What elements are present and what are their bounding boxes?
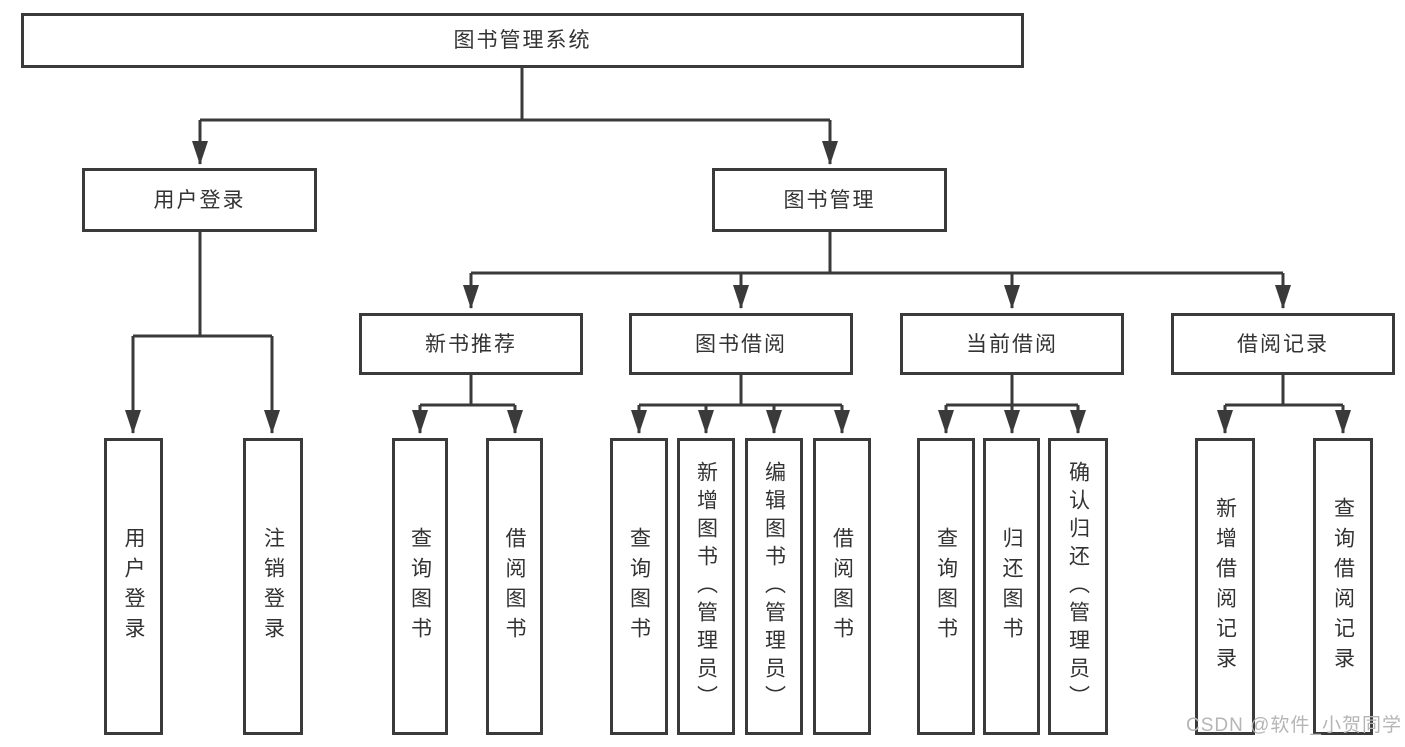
leaf-newbook-borrow: 借阅图书 xyxy=(486,438,543,735)
node-user-login-group-label: 用户登录 xyxy=(153,188,246,212)
csdn-watermark: CSDN @软件_小贺同学 xyxy=(1186,715,1402,736)
leaf-borrow-edit-admin: 编辑图书（管理员） xyxy=(745,438,803,735)
leaf-user-login: 用户登录 xyxy=(104,438,163,735)
node-borrow-records: 借阅记录 xyxy=(1171,313,1395,375)
node-book-management-label: 图书管理 xyxy=(783,188,876,212)
node-book-borrow-label: 图书借阅 xyxy=(695,332,787,356)
leaf-current-query-label: 查询图书 xyxy=(934,526,958,647)
leaf-borrow-query-label: 查询图书 xyxy=(627,526,651,647)
leaf-current-return: 归还图书 xyxy=(983,438,1040,735)
leaf-borrow-edit-admin-label: 编辑图书（管理员） xyxy=(762,460,786,713)
node-current-borrow: 当前借阅 xyxy=(900,313,1124,375)
leaf-newbook-query-label: 查询图书 xyxy=(408,526,432,647)
leaf-current-query: 查询图书 xyxy=(917,438,975,735)
node-current-borrow-label: 当前借阅 xyxy=(966,332,1058,356)
leaf-current-return-label: 归还图书 xyxy=(1000,526,1023,647)
leaf-borrow-add-admin-label: 新增图书（管理员） xyxy=(694,460,718,713)
leaf-borrow-query: 查询图书 xyxy=(610,438,668,735)
leaf-record-add: 新增借阅记录 xyxy=(1195,438,1255,735)
node-root: 图书管理系统 xyxy=(21,13,1024,68)
node-root-label: 图书管理系统 xyxy=(453,29,592,52)
leaf-record-query: 查询借阅记录 xyxy=(1313,438,1373,735)
node-book-management: 图书管理 xyxy=(712,168,947,232)
node-new-book-recommend-label: 新书推荐 xyxy=(425,332,517,356)
leaf-current-confirm-admin: 确认归还（管理员） xyxy=(1048,438,1108,735)
leaf-record-add-label: 新增借阅记录 xyxy=(1213,496,1237,677)
leaf-logout: 注销登录 xyxy=(243,438,303,735)
node-borrow-records-label: 借阅记录 xyxy=(1237,332,1329,356)
leaf-borrow-borrow-label: 借阅图书 xyxy=(830,526,854,647)
leaf-newbook-query: 查询图书 xyxy=(392,438,448,735)
leaf-newbook-borrow-label: 借阅图书 xyxy=(503,526,526,647)
leaf-borrow-borrow: 借阅图书 xyxy=(813,438,871,735)
leaf-current-confirm-admin-label: 确认归还（管理员） xyxy=(1066,460,1090,713)
leaf-record-query-label: 查询借阅记录 xyxy=(1331,496,1355,677)
leaf-logout-label: 注销登录 xyxy=(261,526,285,647)
node-book-borrow: 图书借阅 xyxy=(629,313,853,375)
node-user-login-group: 用户登录 xyxy=(82,168,317,232)
leaf-borrow-add-admin: 新增图书（管理员） xyxy=(677,438,735,735)
node-new-book-recommend: 新书推荐 xyxy=(359,313,583,375)
leaf-user-login-label: 用户登录 xyxy=(122,526,145,647)
